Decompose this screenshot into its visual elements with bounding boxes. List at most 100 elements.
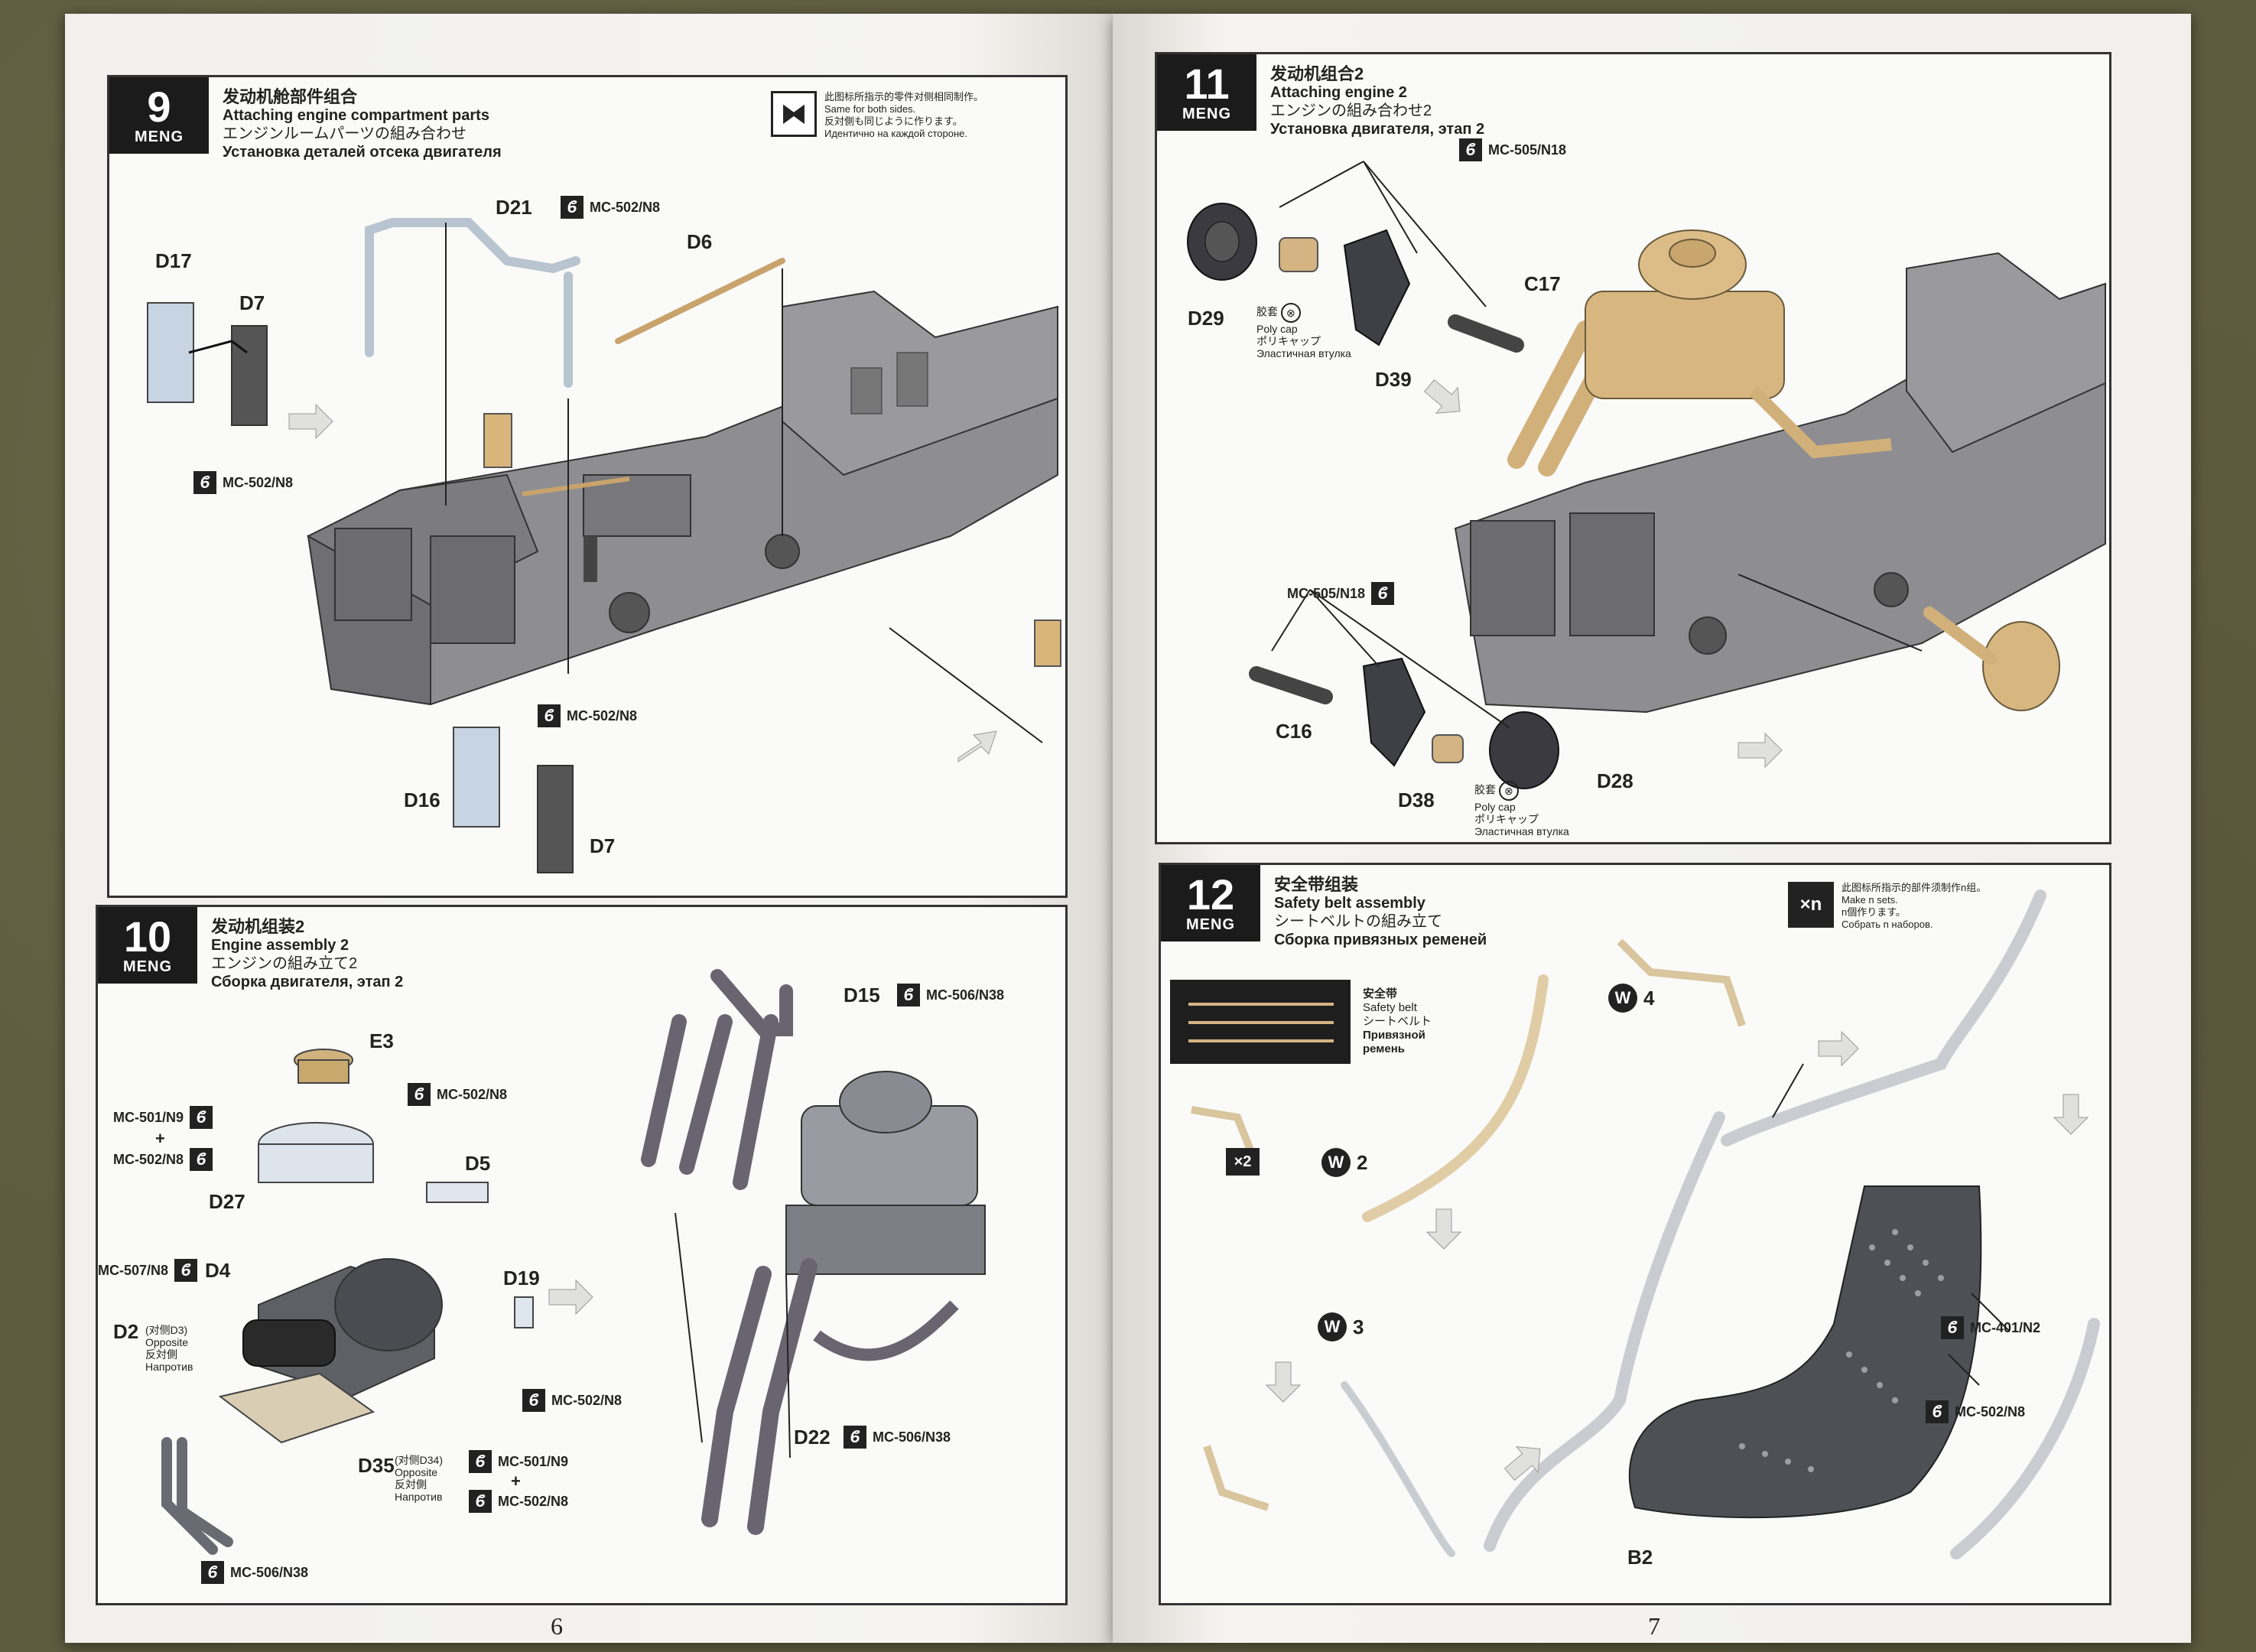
part-label-d6: D6	[687, 230, 713, 253]
paint-icon: ϐ	[469, 1450, 492, 1473]
paint-callout: ϐ MC-506/N38	[844, 1426, 951, 1449]
times-two-badge: ×2	[1226, 1148, 1260, 1176]
wire-count: 3	[1353, 1315, 1364, 1338]
step-number: 9	[147, 82, 171, 131]
part-label-d7: D7	[239, 291, 265, 314]
part-label-d15: D15	[844, 984, 880, 1006]
title-cn: 发动机组装2	[211, 917, 305, 936]
part-label-d38: D38	[1398, 789, 1435, 811]
step-number: 11	[1184, 59, 1230, 108]
wire-count: 2	[1357, 1150, 1368, 1174]
title-en: Safety belt assembly	[1274, 895, 1425, 912]
page-number: 6	[551, 1612, 563, 1640]
paint-icon: ϐ	[190, 1148, 213, 1171]
part-label-d5: D5	[465, 1152, 491, 1175]
note-en: Opposite	[395, 1466, 438, 1478]
part-label-c16: C16	[1276, 720, 1312, 743]
part-label-d28: D28	[1597, 769, 1633, 792]
step-titles: 发动机组装2 Engine assembly 2 エンジンの組み立て2 Сбор…	[197, 907, 403, 991]
belt-jp: シートベルト	[1363, 1015, 1432, 1028]
part-label-d7-lower: D7	[590, 834, 616, 857]
make-n-sets-note: ×n 此图标所指示的部件须制作n组。 Make n sets. n個作ります。 …	[1788, 882, 1986, 931]
polycap-icon: ⊗	[1498, 781, 1519, 801]
brand-logo: MENG	[123, 958, 172, 975]
brand-logo: MENG	[1186, 915, 1235, 933]
paint-code: MC-502/N8	[498, 1493, 569, 1509]
paint-icon: ϐ	[1941, 1316, 1964, 1339]
part-label-d21: D21	[496, 196, 532, 219]
title-ru: Сборка привязных ременей	[1274, 932, 1487, 948]
paint-icon: ϐ	[1371, 582, 1395, 605]
note-jp: 反対側	[145, 1348, 177, 1361]
title-jp: エンジンの組み合わせ2	[1270, 102, 1432, 119]
part-label-d27: D27	[209, 1190, 245, 1213]
polycap-jp: ポリキャップ	[1474, 813, 1539, 825]
instruction-page-right: 11 MENG 发动机组合2 Attaching engine 2 エンジンの組…	[1113, 14, 2191, 1643]
title-en: Attaching engine 2	[1270, 84, 1407, 101]
polycap-icon: ⊗	[1280, 303, 1301, 323]
title-ru: Сборка двигателя, этап 2	[211, 974, 404, 990]
paint-icon: ϐ	[844, 1426, 866, 1449]
belt-cn: 安全带	[1363, 987, 1398, 1000]
belt-ru-2: ремень	[1363, 1042, 1406, 1055]
note-ru: Собрать n наборов.	[1842, 919, 1933, 930]
paint-icon: ϐ	[408, 1083, 431, 1106]
belt-swatch	[1170, 980, 1351, 1064]
paint-icon: ϐ	[193, 471, 216, 494]
engine-assembly-illustration	[161, 969, 986, 1555]
wire-icon: W	[1321, 1148, 1351, 1177]
part-label-d16: D16	[404, 789, 440, 811]
polycap-en: Poly cap	[1474, 801, 1516, 813]
step-number-badge: 11 MENG	[1157, 54, 1256, 131]
note-cn: 此图标所指示的零件对侧相同制作。	[824, 91, 984, 102]
note-jp: 反対側も同じように作ります。	[824, 115, 963, 127]
step-10-header: 10 MENG 发动机组装2 Engine assembly 2 エンジンの組み…	[98, 907, 403, 991]
part-label-d19: D19	[503, 1267, 540, 1289]
wire-count: 4	[1643, 986, 1655, 1010]
paint-icon: ϐ	[538, 704, 561, 727]
title-ru: Установка двигателя, этап 2	[1270, 121, 1485, 138]
part-label-d35: D35	[358, 1454, 395, 1477]
paint-code: MC-502/N8	[567, 707, 638, 724]
chassis-illustration	[147, 218, 1061, 873]
step-number-badge: 9 MENG	[109, 77, 209, 154]
part-label-d22: D22	[794, 1426, 831, 1449]
belt-en: Safety belt	[1363, 1001, 1417, 1014]
symmetry-icon: ⧓	[771, 91, 817, 137]
plus-sign: +	[511, 1472, 521, 1491]
note-cn: (对侧D34)	[395, 1454, 444, 1466]
note-en: Make n sets.	[1842, 894, 1898, 906]
step-12-header: 12 MENG 安全带组装 Safety belt assembly シートベル…	[1161, 865, 1487, 949]
paint-code: MC-505/N18	[1488, 141, 1567, 158]
note-en: Opposite	[145, 1336, 189, 1348]
step-12-panel: 12 MENG 安全带组装 Safety belt assembly シートベル…	[1159, 863, 2111, 1605]
brand-logo: MENG	[135, 128, 184, 145]
paint-icon: ϐ	[174, 1259, 198, 1282]
paint-code: MC-502/N8	[223, 474, 294, 490]
title-cn: 发动机组合2	[1270, 64, 1364, 83]
step-11-header: 11 MENG 发动机组合2 Attaching engine 2 エンジンの組…	[1157, 54, 1484, 138]
step-titles: 发动机舱部件组合 Attaching engine compartment pa…	[209, 77, 502, 161]
note-en: Same for both sides.	[824, 103, 916, 115]
part-label-e3: E3	[369, 1029, 394, 1052]
paint-code: MC-401/N2	[1970, 1319, 2041, 1335]
paint-callout: ϐ MC-401/N2	[1941, 1316, 2040, 1339]
paint-icon: ϐ	[1926, 1400, 1949, 1423]
title-ru: Установка деталей отсека двигателя	[223, 144, 502, 161]
paint-callout: ϐ MC-502/N8	[193, 471, 293, 494]
paint-code: MC-506/N38	[230, 1564, 309, 1580]
paint-code: MC-506/N38	[873, 1429, 951, 1445]
symmetry-note: ⧓ 此图标所指示的零件对侧相同制作。 Same for both sides. …	[771, 91, 983, 140]
plus-sign: +	[155, 1129, 165, 1148]
step-10-panel: 10 MENG 发动机组装2 Engine assembly 2 エンジンの組み…	[96, 905, 1068, 1605]
title-jp: シートベルトの組み立て	[1274, 913, 1442, 930]
polycap-label: 胶套 ⊗ Poly cap ポリキャップ Эластичная втулка	[1474, 781, 1569, 837]
paint-icon: ϐ	[522, 1389, 545, 1412]
